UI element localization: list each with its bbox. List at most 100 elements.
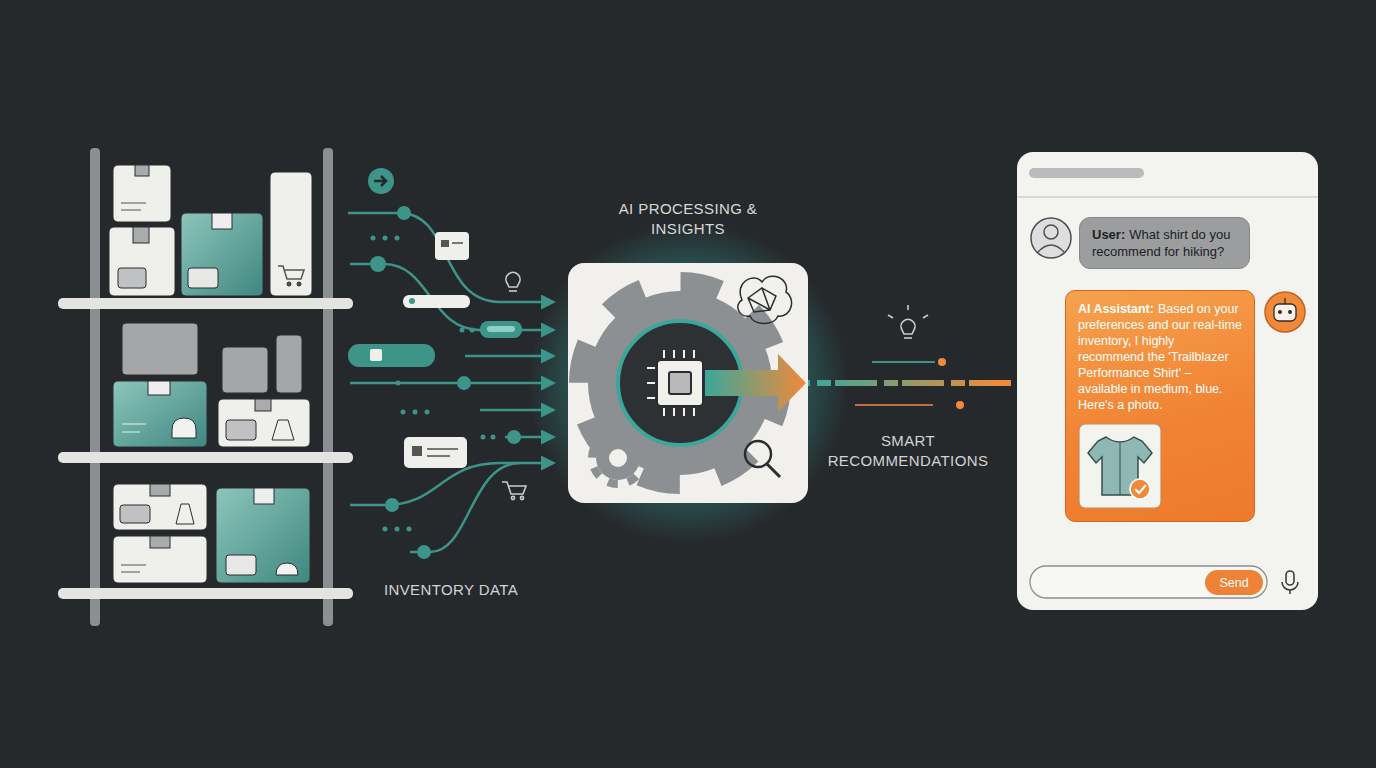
data-flow-lines: [350, 463, 553, 505]
processing-block: [647, 382, 655, 384]
inventory-boxes: [278, 266, 304, 279]
data-cards: [452, 242, 463, 244]
flow-dots: [417, 545, 431, 559]
inventory-boxes: [118, 268, 146, 288]
arrow-accents: [923, 315, 928, 318]
processing-block: [528, 223, 848, 543]
mic-icon: [1286, 571, 1294, 585]
flow-dots: [397, 206, 411, 220]
processing-block: [705, 354, 806, 412]
flow-dots: [395, 527, 400, 532]
inventory-boxes: [113, 484, 207, 530]
mic-icon: [1289, 590, 1291, 594]
shirt-photo: [1078, 423, 1162, 509]
arrow-accents: [904, 337, 912, 339]
flow-dots: [383, 527, 388, 532]
user-message-bubble: User:What shirt do you recommend for hik…: [1079, 217, 1250, 269]
data-cards: [480, 321, 522, 338]
bulb-icon: [509, 290, 517, 292]
processing-block: [663, 350, 665, 358]
brain-network: [738, 276, 792, 323]
node-text: Based on your preferences and our real-t…: [1078, 302, 1242, 412]
data-flow-lines: [350, 264, 553, 330]
data-flow-lines: [350, 382, 553, 385]
inventory-boxes: [297, 282, 301, 286]
shelf-unit: [323, 148, 333, 626]
data-flow-lines: [410, 463, 520, 552]
cart-icon: [502, 482, 526, 500]
data-flow-lines: [348, 213, 553, 552]
assistant-avatar: [1265, 292, 1305, 332]
node-heading: AI PROCESSING & INSIGHTS: [603, 199, 773, 239]
flow-dots: [481, 435, 486, 440]
mic-icon: [1282, 582, 1298, 590]
inventory-boxes: [172, 418, 196, 438]
inventory-boxes: [150, 536, 170, 548]
assistant-avatar: [1278, 310, 1282, 314]
cart-icon: [520, 496, 523, 499]
processing-block: [673, 408, 675, 416]
assistant-avatar: [1274, 304, 1296, 321]
processing-block: [609, 449, 627, 467]
inventory-boxes: [212, 213, 232, 229]
flow-dots: [368, 168, 394, 194]
data-cards: [441, 240, 449, 247]
cart-icon: [511, 496, 514, 499]
inventory-boxes: [276, 335, 302, 393]
user-avatar: [1044, 225, 1058, 239]
arrow-accents: [888, 305, 928, 338]
flow-dots: [374, 176, 386, 186]
processing-block: [647, 367, 655, 369]
arrow-accents: [907, 305, 909, 310]
inventory-boxes: [272, 420, 294, 440]
processing-block: [673, 350, 675, 358]
node-heading: AI Assistant:: [1078, 302, 1154, 316]
processing-block: [647, 397, 655, 399]
flow-dots: [371, 236, 376, 241]
processing-block: AI PROCESSING & INSIGHTS: [568, 263, 808, 503]
processing-block: [568, 263, 808, 503]
section-label: INVENTORY DATA: [371, 580, 531, 600]
processing-block: [683, 408, 685, 416]
inventory-boxes: [276, 563, 298, 575]
processing-block: [528, 223, 848, 543]
data-cards: [348, 344, 435, 367]
chat-panel: [1017, 152, 1318, 610]
brain-network: [738, 276, 792, 323]
processing-block: [657, 360, 703, 406]
input-bar: [1030, 566, 1267, 598]
arrow-accents: [872, 361, 935, 363]
data-cards: [427, 448, 458, 450]
inventory-boxes: [113, 536, 207, 583]
inventory-boxes: [113, 381, 207, 447]
flow-dots: [507, 430, 521, 444]
arrow-accents: [855, 305, 964, 409]
flow-dots: [470, 328, 475, 333]
arrow-accents: [956, 401, 964, 409]
shelf-unit: [90, 148, 100, 626]
assistant-avatar: [1265, 292, 1305, 332]
shirt-photo: [1135, 485, 1146, 493]
inventory-boxes: [121, 572, 140, 573]
inventory-boxes: [188, 268, 218, 288]
flow-dots: [407, 527, 412, 532]
inventory-boxes: [150, 484, 170, 496]
bulb-icon: [506, 272, 520, 287]
inventory-boxes: [148, 381, 170, 395]
inventory-boxes: [222, 347, 268, 393]
inventory-boxes: [121, 565, 146, 566]
node-heading: Send: [1219, 576, 1248, 590]
flow-dots: [491, 435, 496, 440]
flow-dots: [457, 376, 471, 390]
inventory-boxes: [218, 399, 310, 447]
flow-dots: [383, 236, 388, 241]
inventory-boxes: [133, 227, 149, 243]
inventory-boxes: [109, 227, 175, 296]
flow-dots: [401, 410, 406, 415]
input-bar: [1030, 566, 1267, 598]
processing-block: [663, 408, 665, 416]
inventory-boxes: [254, 488, 274, 504]
chat-panel: [1017, 196, 1318, 198]
assistant-avatar: [1288, 310, 1292, 314]
